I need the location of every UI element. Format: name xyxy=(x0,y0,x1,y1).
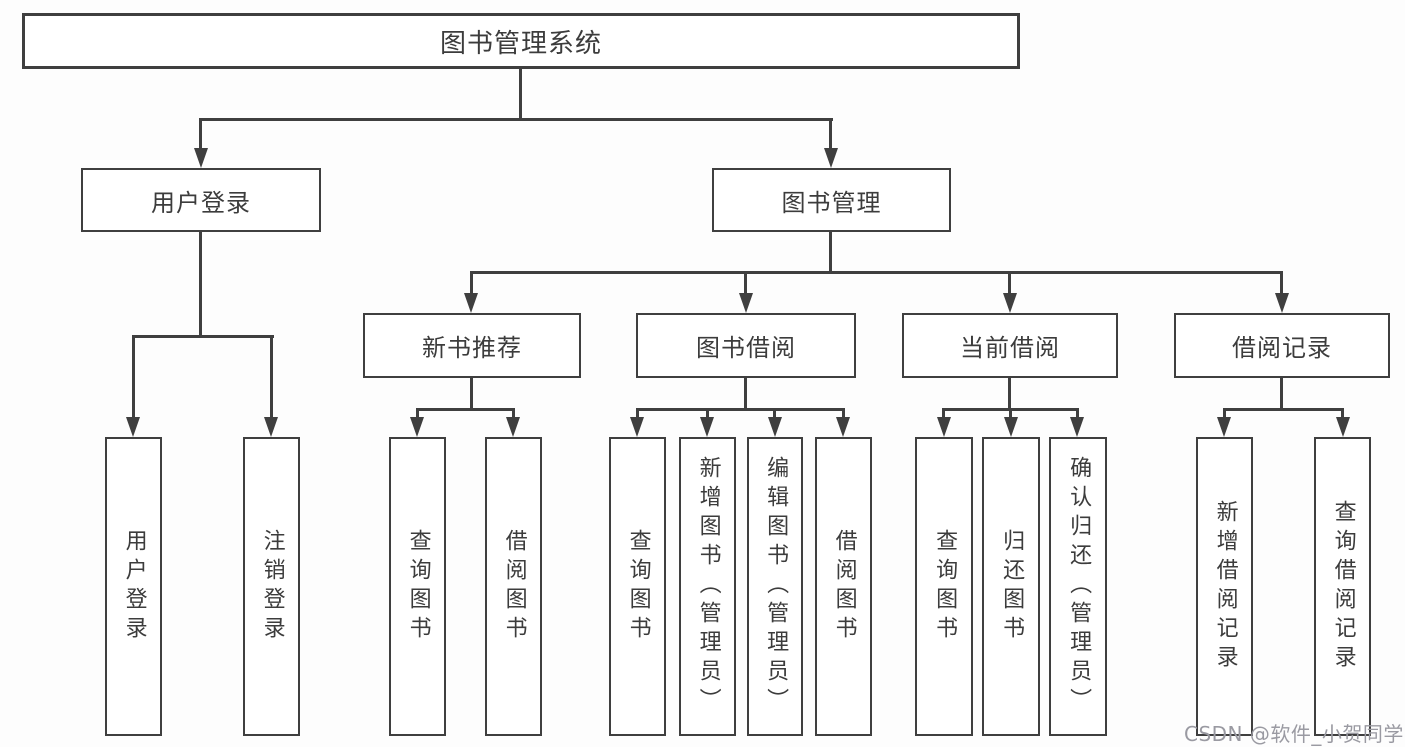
arrow-down-icon xyxy=(739,293,753,313)
connector-line xyxy=(132,335,274,338)
leaf-add-borrow-record-label: 新增借阅记录 xyxy=(1212,499,1238,674)
connector-line xyxy=(842,408,845,420)
node-borrow-records-label: 借阅记录 xyxy=(1232,334,1332,362)
connector-line xyxy=(706,408,709,420)
leaf-query-books-borrow-label: 查询图书 xyxy=(625,528,651,645)
node-new-book-recommend-label: 新书推荐 xyxy=(422,334,522,362)
node-current-borrow-label: 当前借阅 xyxy=(960,334,1060,362)
connector-line xyxy=(829,118,832,151)
leaf-borrow-books-recommend-label: 借阅图书 xyxy=(501,528,527,645)
arrow-down-icon xyxy=(1217,417,1231,437)
arrow-down-icon xyxy=(410,417,424,437)
leaf-edit-book-admin-label: 编辑图书（管理员） xyxy=(763,456,789,717)
arrow-down-icon xyxy=(126,417,140,437)
connector-line xyxy=(199,118,833,121)
connector-line xyxy=(1008,271,1011,297)
connector-line xyxy=(416,408,515,411)
connector-line xyxy=(470,378,473,408)
connector-line xyxy=(1223,408,1226,420)
node-library-system-label: 图书管理系统 xyxy=(439,28,602,59)
leaf-query-books-current: 查询图书 xyxy=(915,437,973,736)
connector-line xyxy=(744,271,747,297)
connector-line xyxy=(1341,408,1344,420)
arrow-down-icon xyxy=(700,417,714,437)
connector-line xyxy=(519,69,522,118)
leaf-logout-label: 注销登录 xyxy=(259,528,285,645)
leaf-user-login-label: 用户登录 xyxy=(121,528,147,645)
connector-line xyxy=(744,378,747,408)
connector-line xyxy=(636,408,639,420)
arrow-down-icon xyxy=(1275,293,1289,313)
watermark: CSDN @软件_小贺同学 xyxy=(1184,722,1404,746)
connector-line xyxy=(829,232,832,271)
leaf-add-borrow-record: 新增借阅记录 xyxy=(1196,437,1253,736)
node-new-book-recommend: 新书推荐 xyxy=(363,313,581,378)
node-borrow-records: 借阅记录 xyxy=(1174,313,1390,378)
node-current-borrow: 当前借阅 xyxy=(902,313,1118,378)
arrow-down-icon xyxy=(1070,417,1084,437)
connector-line xyxy=(470,271,1283,274)
connector-line xyxy=(1009,408,1012,420)
arrow-down-icon xyxy=(1004,417,1018,437)
leaf-query-books-current-label: 查询图书 xyxy=(932,528,958,645)
node-book-management-label: 图书管理 xyxy=(781,188,882,217)
arrow-down-icon xyxy=(194,148,208,168)
leaf-query-books-recommend-label: 查询图书 xyxy=(405,528,431,645)
leaf-edit-book-admin: 编辑图书（管理员） xyxy=(747,437,803,736)
leaf-borrow-books: 借阅图书 xyxy=(815,437,872,736)
arrow-down-icon xyxy=(464,293,478,313)
connector-line xyxy=(1076,408,1079,420)
connector-line xyxy=(270,335,273,419)
leaf-query-books-recommend: 查询图书 xyxy=(389,437,446,736)
node-book-borrow: 图书借阅 xyxy=(636,313,856,378)
connector-line xyxy=(199,232,202,335)
leaf-borrow-books-label: 借阅图书 xyxy=(831,528,857,645)
arrow-down-icon xyxy=(1003,293,1017,313)
leaf-add-book-admin-label: 新增图书（管理员） xyxy=(695,456,721,717)
leaf-user-login: 用户登录 xyxy=(105,437,162,736)
connector-line xyxy=(1280,271,1283,297)
connector-line xyxy=(199,118,202,151)
connector-line xyxy=(1223,408,1344,411)
connector-line xyxy=(773,408,776,420)
connector-line xyxy=(1008,378,1011,408)
arrow-down-icon xyxy=(937,417,951,437)
leaf-add-book-admin: 新增图书（管理员） xyxy=(679,437,736,736)
arrow-down-icon xyxy=(836,417,850,437)
connector-line xyxy=(512,408,515,420)
arrow-down-icon xyxy=(1336,417,1350,437)
connector-line xyxy=(132,335,135,419)
leaf-confirm-return-admin: 确认归还（管理员） xyxy=(1049,437,1107,736)
leaf-confirm-return-admin-label: 确认归还（管理员） xyxy=(1066,456,1092,717)
leaf-return-book-label: 归还图书 xyxy=(999,528,1025,645)
connector-line xyxy=(636,408,845,411)
leaf-return-book: 归还图书 xyxy=(982,437,1040,736)
leaf-query-borrow-record-label: 查询借阅记录 xyxy=(1330,499,1356,674)
arrow-down-icon xyxy=(506,417,520,437)
arrow-down-icon xyxy=(630,417,644,437)
connector-line xyxy=(470,271,473,297)
connector-line xyxy=(1280,378,1283,408)
node-user-login-label: 用户登录 xyxy=(151,188,251,217)
node-library-system: 图书管理系统 xyxy=(22,13,1020,69)
connector-line xyxy=(416,408,419,420)
node-user-login: 用户登录 xyxy=(81,168,321,232)
leaf-borrow-books-recommend: 借阅图书 xyxy=(485,437,542,736)
connector-line xyxy=(942,408,945,420)
node-book-management: 图书管理 xyxy=(712,168,951,232)
arrow-down-icon xyxy=(264,417,278,437)
leaf-query-books-borrow: 查询图书 xyxy=(609,437,666,736)
node-book-borrow-label: 图书借阅 xyxy=(696,334,796,362)
arrow-down-icon xyxy=(768,417,782,437)
leaf-logout: 注销登录 xyxy=(243,437,300,736)
leaf-query-borrow-record: 查询借阅记录 xyxy=(1314,437,1371,736)
arrow-down-icon xyxy=(824,148,838,168)
